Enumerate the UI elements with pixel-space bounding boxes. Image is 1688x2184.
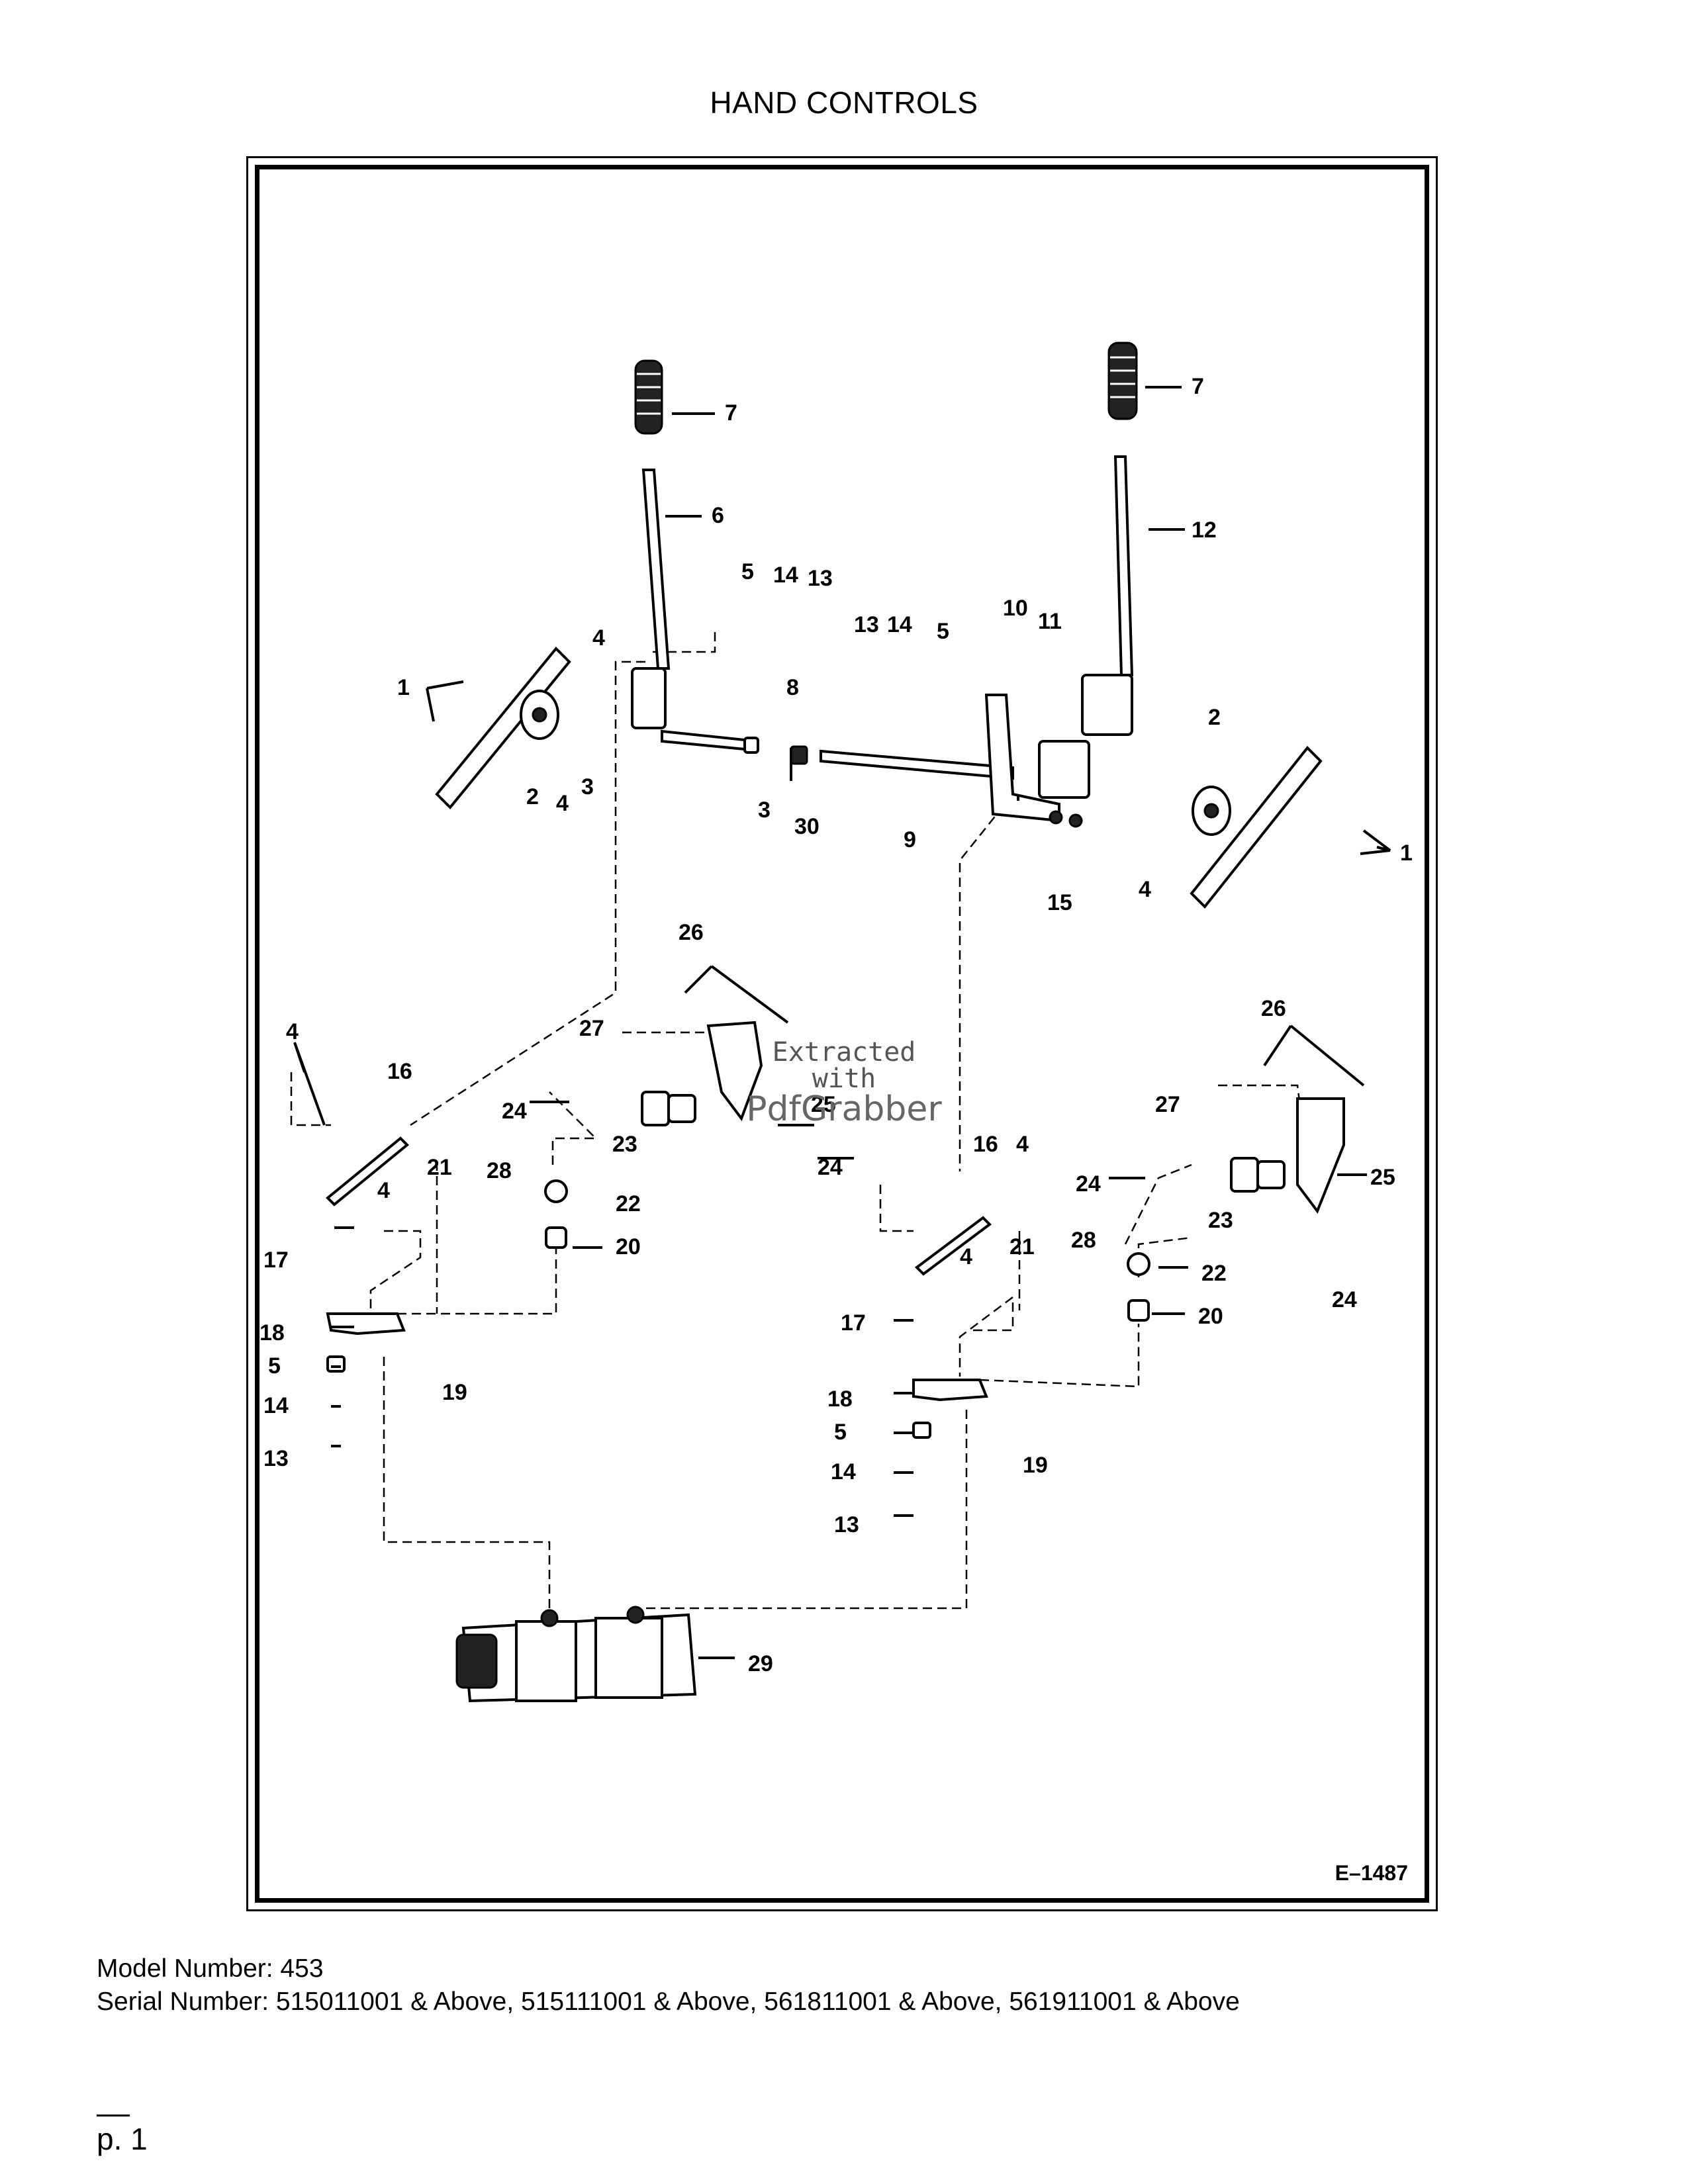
footer: Model Number: 453 Serial Number: 5150110… [97,1952,1240,2019]
callout-14: 14 [263,1393,289,1418]
right-control-lever [1081,455,1134,736]
left-mounting-plate [435,647,571,809]
left-control-lever [631,469,671,729]
callout-leader-lines [293,386,1391,1659]
callout-20: 20 [616,1234,641,1259]
watermark-line-3: PdfGrabber [746,1089,942,1129]
callout-29: 29 [748,1651,773,1676]
callout-24: 24 [1332,1287,1357,1312]
callout-26: 26 [679,920,704,945]
callout-7: 7 [725,400,737,426]
left-spring-bracket [544,1021,763,1249]
pdfgrabber-watermark: Extracted with PdfGrabber [738,1039,950,1126]
callout-11: 11 [1038,609,1062,634]
center-torque-tube [790,745,1014,780]
page-number: p. 1 [97,2122,148,2156]
callout-5: 5 [268,1353,281,1379]
watermark-line-2: with [812,1064,876,1094]
right-linkage-arm [912,1379,988,1439]
callout-19: 19 [1023,1453,1048,1478]
figure-frame: E–1487 [246,156,1438,1911]
callout-3: 3 [758,797,771,823]
serial-number: Serial Number: 515011001 & Above, 515111… [97,1987,1240,2016]
callout-22: 22 [1201,1261,1227,1286]
callout-6: 6 [712,503,724,528]
right-hand-grip [1107,341,1138,420]
callout-17: 17 [263,1248,289,1273]
callout-22: 22 [616,1191,641,1216]
left-torque-shaft [661,729,759,754]
callout-24: 24 [502,1099,527,1124]
callout-21: 21 [1009,1234,1035,1259]
callout-20: 20 [1198,1304,1223,1329]
callout-28: 28 [1071,1228,1096,1253]
callout-4: 4 [592,625,605,651]
callout-24: 24 [1076,1171,1101,1197]
callout-4: 4 [286,1019,299,1044]
page-rule [97,2115,130,2116]
right-pivot-bracket [984,694,1090,828]
callout-23: 23 [1208,1208,1233,1233]
callout-16: 16 [973,1132,998,1157]
callout-30: 30 [794,814,820,839]
callout-5: 5 [834,1420,847,1445]
callout-1: 1 [397,675,410,700]
callout-13: 13 [263,1446,289,1471]
callout-4: 4 [1139,877,1151,902]
left-hand-grip [634,359,663,435]
callout-25: 25 [811,1092,836,1117]
right-mounting-plate [1190,746,1323,909]
callout-4: 4 [1016,1132,1029,1157]
callout-2: 2 [1208,705,1221,730]
figure-inner-border [255,165,1429,1903]
callout-1: 1 [1400,841,1413,866]
callout-19: 19 [442,1380,467,1405]
callout-numbers: 1 1 2 2 3 3 4 4 4 4 4 4 4 5 5 5 5 6 7 7 … [259,374,1413,1676]
callout-18: 18 [827,1387,853,1412]
callout-8: 8 [786,675,799,700]
callout-14: 14 [773,563,798,588]
callout-17: 17 [841,1310,866,1336]
callout-5: 5 [741,559,754,584]
callout-12: 12 [1192,518,1217,543]
callout-3: 3 [581,774,594,799]
callout-10: 10 [1003,596,1028,621]
assembly-lines [290,632,1305,1628]
callout-4: 4 [377,1178,390,1203]
callout-4: 4 [556,791,569,816]
callout-23: 23 [612,1132,637,1157]
callout-24: 24 [818,1155,843,1180]
page-title: HAND CONTROLS [710,85,978,120]
callout-15: 15 [1047,890,1072,915]
left-linkage-arm [326,1312,406,1373]
callout-26: 26 [1261,996,1286,1021]
callout-14: 14 [887,612,912,637]
watermark-line-1: Extracted [772,1037,916,1068]
callout-13: 13 [854,612,879,637]
callout-9: 9 [904,827,916,852]
callout-21: 21 [427,1155,452,1180]
right-spring-bracket [1127,1097,1345,1322]
left-link-rod [326,1136,409,1206]
callout-13: 13 [834,1512,859,1537]
callout-27: 27 [579,1016,604,1041]
callout-25: 25 [1370,1165,1395,1190]
model-number: Model Number: 453 [97,1954,324,1983]
callout-28: 28 [487,1158,512,1183]
callout-18: 18 [259,1320,285,1345]
callout-5: 5 [937,619,949,644]
callout-4: 4 [960,1244,972,1269]
callout-13: 13 [808,566,833,591]
callout-7: 7 [1192,374,1204,399]
callout-27: 27 [1155,1092,1180,1117]
callout-16: 16 [387,1059,412,1084]
callout-14: 14 [831,1459,856,1484]
hydraulic-control-valve [455,1606,697,1703]
figure-code: E–1487 [1335,1861,1408,1885]
right-link-rod [914,1216,992,1276]
callout-2: 2 [526,784,539,809]
